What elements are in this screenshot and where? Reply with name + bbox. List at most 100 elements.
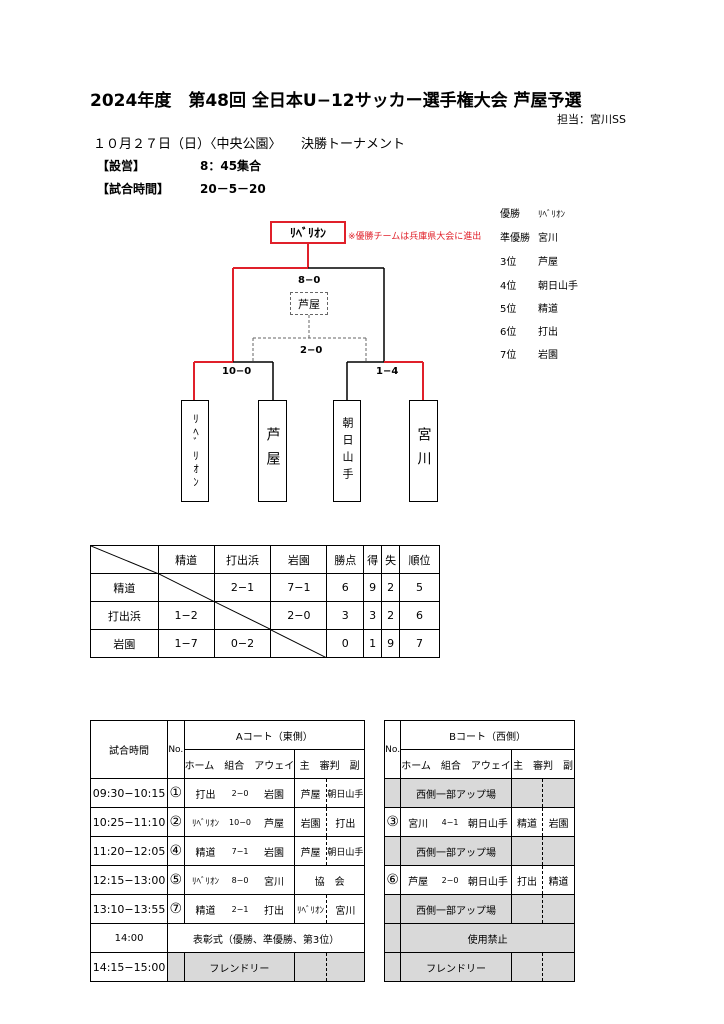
schedule-row: 14:00 表彰式（優勝、準優勝、第3位） xyxy=(89,923,365,953)
friendly-b-text: フレンドリー xyxy=(400,952,512,982)
league-ga: 2 xyxy=(381,573,401,602)
page-title: 2024年度 第48回 全日本U−12サッカー選手権大会 芦屋予選 xyxy=(90,91,582,111)
time-cell: 09:30−10:15 xyxy=(89,778,169,808)
rank-team: 朝日山手 xyxy=(538,281,578,292)
home-team: ﾘﾍﾞﾘｵﾝ xyxy=(183,865,227,895)
rank-team: 打出 xyxy=(538,327,558,338)
league-row: 精道 2−1 7−1 6 9 2 5 xyxy=(90,573,440,602)
ref-sub: 打出 xyxy=(325,807,366,837)
match-no: ③ xyxy=(383,807,402,837)
schedule-row: ③ 宮川 4−1 朝日山手 精道 岩園 xyxy=(383,807,575,837)
league-rank: 6 xyxy=(399,601,440,630)
rank-pos: 5位 xyxy=(500,304,517,315)
away-team: 打出 xyxy=(253,894,296,924)
setup-label: 【設営】 xyxy=(97,159,146,173)
league-result: 7−1 xyxy=(270,573,328,602)
league-result: 0−2 xyxy=(213,629,272,658)
schedule-row: 09:30−10:15 ① 打出 2−0 岩園 芦屋 朝日山手 xyxy=(89,778,366,808)
team-box-3: 朝日山手 xyxy=(333,400,361,502)
diagonal-cell xyxy=(213,601,272,630)
ref-main: 打出 xyxy=(510,865,544,895)
rank-pos: 3位 xyxy=(500,257,517,268)
match-score: 8−0 xyxy=(226,865,254,895)
ref-main: 芦屋 xyxy=(294,836,327,866)
league-row: 岩園 1−7 0−2 0 1 9 7 xyxy=(90,629,440,658)
empty-cell xyxy=(542,952,575,982)
schedule-row: ⑥ 芦屋 2−0 朝日山手 打出 精道 xyxy=(383,865,575,895)
home-team: 宮川 xyxy=(400,807,436,837)
empty-cell xyxy=(383,952,402,982)
league-result: 2−0 xyxy=(270,601,328,630)
friendly-text: フレンドリー xyxy=(183,952,296,982)
league-rank: 5 xyxy=(399,573,440,602)
schedule-row: 西側一部アップ場 xyxy=(383,836,575,866)
ceremony-b-text: 使用禁止 xyxy=(400,923,575,953)
ref-main: 岩園 xyxy=(294,807,327,837)
team-name: 宮川 xyxy=(415,427,432,475)
ref-sub: 精道 xyxy=(542,865,575,895)
league-gf: 9 xyxy=(363,573,383,602)
empty-cell xyxy=(294,952,327,982)
empty-cell xyxy=(542,836,575,866)
schedule-row: 10:25−11:10 ② ﾘﾍﾞﾘｵﾝ 10−0 芦屋 岩園 打出 xyxy=(89,807,366,837)
league-gf: 3 xyxy=(363,601,383,630)
ranking-row: 優勝 ﾘﾍﾞﾘｵﾝ xyxy=(500,205,565,220)
empty-cell xyxy=(167,952,185,982)
ranking-row: 準優勝宮川 xyxy=(500,229,558,244)
schedule-row: 西側一部アップ場 xyxy=(383,778,575,808)
rank-pos: 4位 xyxy=(500,281,517,292)
home-team: 打出 xyxy=(183,778,227,808)
sub-header-ref: 主 審判 副 xyxy=(294,749,365,779)
diagonal-cell xyxy=(270,629,328,658)
match-time-value: 20－5－20 xyxy=(200,182,266,196)
ranking-row: 5位精道 xyxy=(500,300,558,315)
rank-pos: 準優勝 xyxy=(500,233,530,244)
team-name: 朝日山手 xyxy=(341,417,354,485)
league-ga: 9 xyxy=(381,629,401,658)
match-score: 2−0 xyxy=(435,865,465,895)
team-box-4: 宮川 xyxy=(409,400,438,502)
empty-cell xyxy=(383,894,402,924)
league-col-header: 岩園 xyxy=(270,545,328,574)
away-team: 宮川 xyxy=(253,865,296,895)
ref-joint: 協 会 xyxy=(294,865,365,895)
champion-note: ※優勝チームは兵庫県大会に進出 xyxy=(348,232,482,242)
ceremony-time: 14:00 xyxy=(89,923,169,953)
warmup-text: 西側一部アップ場 xyxy=(400,778,512,808)
rank-pos: 優勝 xyxy=(500,209,520,220)
schedule-table-b: No. Bコート（西側） ホーム 組合 アウェイ 主 審判 副 西側一部アップ場… xyxy=(383,720,576,982)
rank-pos: 6位 xyxy=(500,327,517,338)
schedule-table-a: 試合時間 No. Aコート（東側） ホーム 組合 アウェイ 主 審判 副 09:… xyxy=(89,720,366,982)
team-name: 芦屋 xyxy=(264,427,281,475)
match-no: ⑥ xyxy=(383,865,402,895)
empty-cell xyxy=(510,836,544,866)
empty-cell xyxy=(383,836,402,866)
match-time-label: 【試合時間】 xyxy=(97,182,170,196)
league-team: 精道 xyxy=(90,573,159,602)
match-no: ⑤ xyxy=(167,865,185,895)
match-score: 4−1 xyxy=(435,807,465,837)
match-score: 2−1 xyxy=(226,894,254,924)
match-no: ④ xyxy=(167,836,185,866)
league-col-header: 精道 xyxy=(157,545,215,574)
team-box-2: 芦屋 xyxy=(258,400,287,502)
court-a-header: Aコート（東側） xyxy=(183,720,366,750)
league-result: 1−2 xyxy=(157,601,215,630)
away-team: 芦屋 xyxy=(253,807,296,837)
league-col-header: 失 xyxy=(381,545,401,574)
team-name: ﾘﾍﾞﾘｵﾝ xyxy=(189,413,202,489)
ranking-row: 3位芦屋 xyxy=(500,253,558,268)
no-header: No. xyxy=(383,720,402,779)
home-team: 精道 xyxy=(183,836,227,866)
team-box-1: ﾘﾍﾞﾘｵﾝ xyxy=(181,400,209,502)
match-score: 7−1 xyxy=(226,836,254,866)
league-table: 精道 打出浜 岩園 勝点 得 失 順位 精道 2−1 7−1 6 9 2 5 打… xyxy=(90,545,440,658)
rank-team: ﾘﾍﾞﾘｵﾝ xyxy=(538,210,566,220)
league-col-header: 勝点 xyxy=(326,545,365,574)
ranking-row: 7位岩園 xyxy=(500,346,558,361)
league-gf: 1 xyxy=(363,629,383,658)
match-score: 10−0 xyxy=(226,807,254,837)
ref-main: ﾘﾍﾞﾘｵﾝ xyxy=(294,894,327,924)
no-header: No. xyxy=(167,720,185,779)
semi-left-score: 10−0 xyxy=(222,366,252,377)
